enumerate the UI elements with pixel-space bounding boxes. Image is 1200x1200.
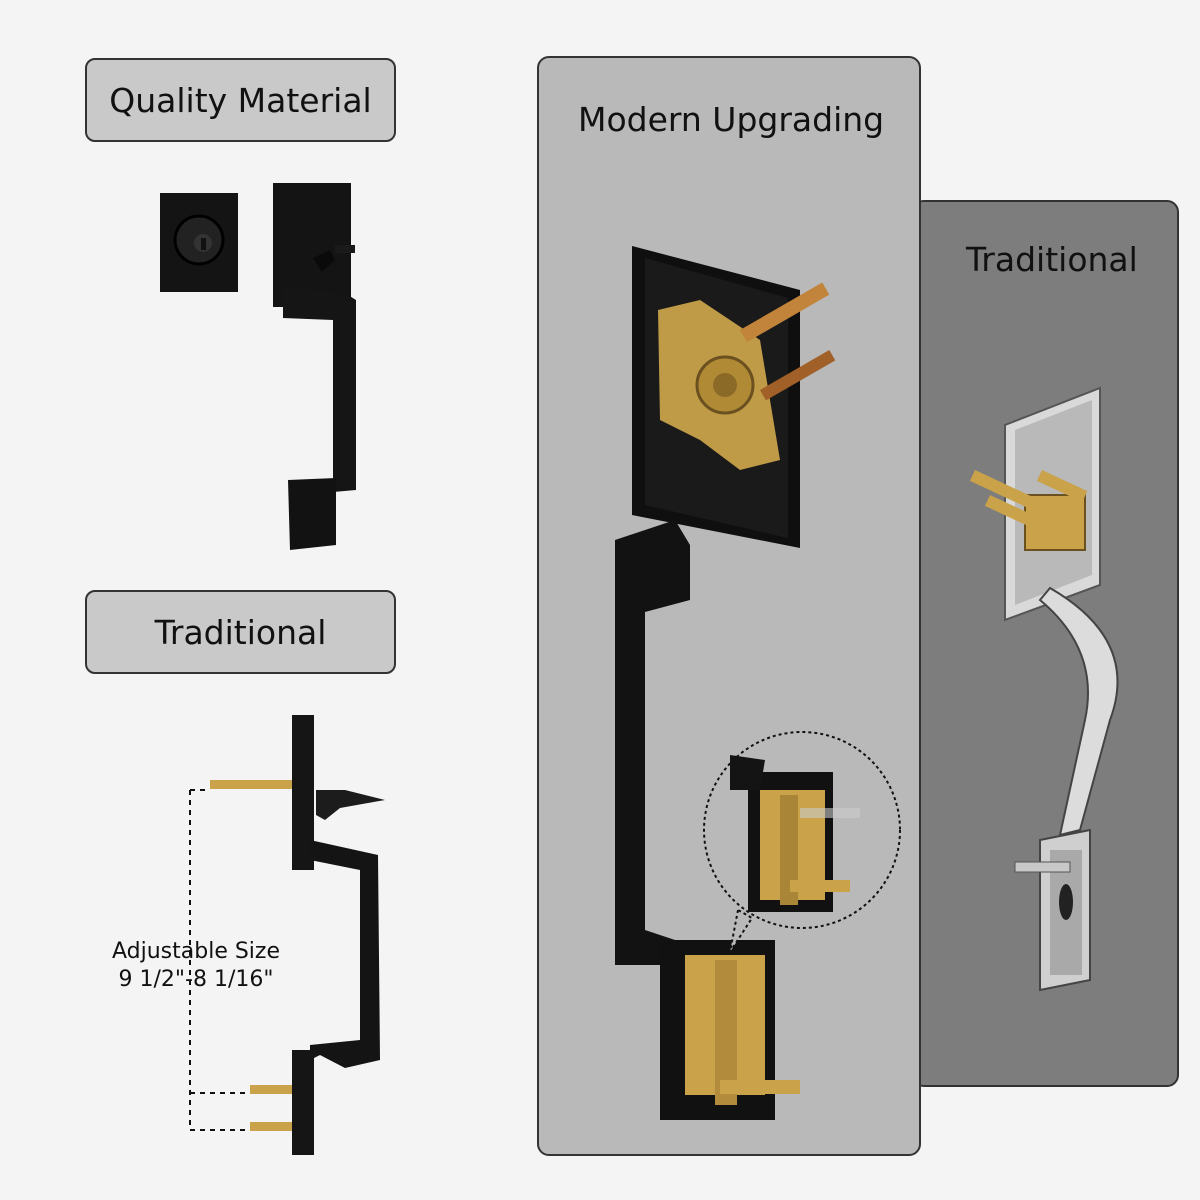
modern-upgrading-title: Modern Upgrading [578, 100, 885, 139]
side-view-handle-illustration [189, 715, 385, 1155]
traditional-left-label: Traditional [85, 590, 396, 674]
modern-handleset-illustration [615, 246, 901, 1120]
quality-material-label: Quality Material [85, 58, 396, 142]
traditional-left-text: Traditional [154, 612, 327, 652]
black-handleset-illustration [273, 183, 356, 550]
adjustable-size-text: Adjustable Size 9 1/2"-8 1/16" [96, 938, 296, 994]
traditional-right-title: Traditional [966, 240, 1138, 279]
deadbolt-illustration [160, 193, 238, 292]
adjustable-size-line1: Adjustable Size [111, 939, 281, 964]
quality-material-text: Quality Material [109, 80, 372, 120]
adjustable-size-line2: 9 1/2"-8 1/16" [118, 967, 274, 992]
traditional-handleset-illustration [969, 386, 1119, 992]
